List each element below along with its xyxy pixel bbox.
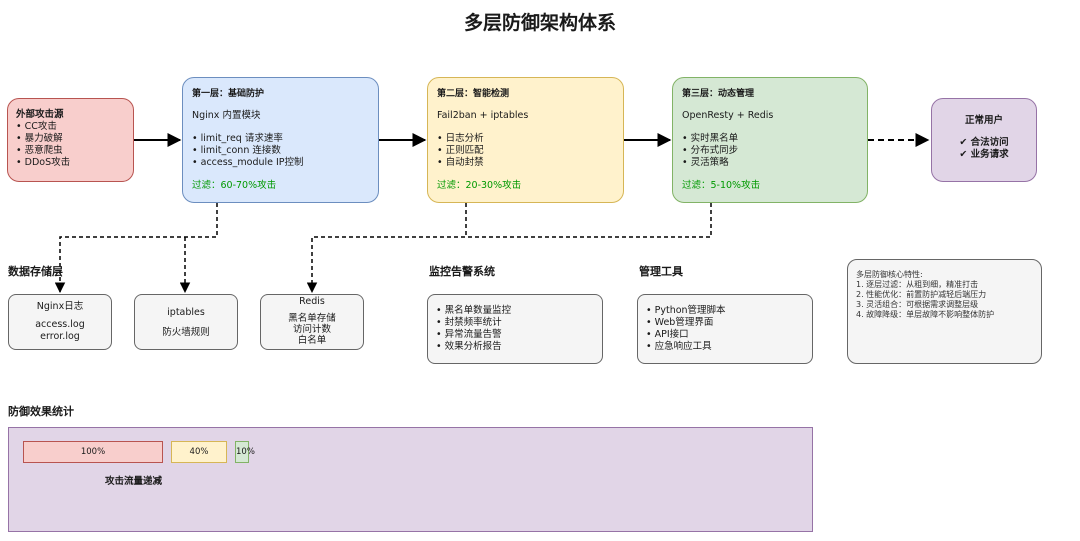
layer1-filter: 过滤：60-70%攻击 (192, 180, 277, 191)
attacker-title: 外部攻击源 (16, 109, 64, 120)
attacker-item: • CC攻击 (16, 121, 57, 132)
layer1-subtitle: Nginx 内置模块 (192, 110, 261, 121)
layer3-subtitle: OpenResty + Redis (682, 110, 774, 121)
stats-caption: 攻击流量递减 (105, 476, 163, 487)
layer3-item: • 实时黑名单 (682, 133, 739, 144)
monitor-item: • 异常流量告警 (436, 329, 502, 340)
monitor-item: • 效果分析报告 (436, 341, 502, 352)
attacker-item: • DDoS攻击 (16, 157, 71, 168)
attacker-box: 外部攻击源 • CC攻击 • 暴力破解 • 恶意爬虫 • DDoS攻击 (7, 98, 134, 182)
link-layer2-to-redis (306, 203, 467, 294)
layer2-subtitle: Fail2ban + iptables (437, 110, 529, 121)
features-title: 多层防御核心特性: (856, 270, 923, 279)
nginx-log-line: access.log (35, 319, 85, 330)
user-item: ✔ 合法访问 (959, 137, 1009, 148)
layer2-item: • 正则匹配 (437, 145, 484, 156)
layer1-box: 第一层：基础防护 Nginx 内置模块 • limit_req 请求速率 • l… (182, 77, 379, 203)
redis-line: 访问计数 (292, 324, 331, 335)
stats-bar: 40% (171, 441, 227, 463)
layer2-title: 第二层：智能检测 (437, 89, 510, 99)
user-item: ✔ 业务请求 (959, 149, 1009, 160)
monitor-item: • 封禁频率统计 (436, 317, 502, 328)
features-item: 4. 故障降级：单层故障不影响整体防护 (856, 310, 995, 319)
redis-line: 黑名单存储 (288, 313, 336, 324)
stats-bars: 100% 40% 10% (23, 441, 803, 463)
stats-panel: 100% 40% 10% 攻击流量递减 (8, 427, 813, 532)
page-title: 多层防御架构体系 (463, 12, 616, 34)
normal-user-box: 正常用户 ✔ 合法访问 ✔ 业务请求 (931, 98, 1037, 182)
layer1-item: • limit_conn 连接数 (192, 145, 281, 156)
iptables-box: iptables 防火墙规则 (134, 294, 238, 350)
layer2-item: • 日志分析 (437, 133, 484, 144)
nginx-log-line: error.log (40, 331, 80, 342)
features-box: 多层防御核心特性: 1. 逐层过滤：从粗到细，精准打击 2. 性能优化：前置防护… (847, 259, 1042, 364)
layer1-item: • access_module IP控制 (192, 157, 304, 168)
tools-item: • API接口 (646, 329, 689, 340)
stats-title: 防御效果统计 (8, 405, 74, 418)
redis-line: 白名单 (297, 335, 327, 346)
nginx-log-line: Nginx日志 (36, 301, 84, 312)
features-item: 3. 灵活组合：可根据需求调整层级 (856, 300, 979, 309)
attacker-item: • 暴力破解 (16, 133, 63, 144)
storage-title: 数据存储层 (8, 265, 63, 278)
layer2-filter: 过滤：20-30%攻击 (437, 180, 522, 191)
features-item: 2. 性能优化：前置防护减轻后端压力 (856, 290, 987, 299)
monitor-box: • 黑名单数量监控 • 封禁频率统计 • 异常流量告警 • 效果分析报告 (427, 294, 603, 364)
nginx-log-box: Nginx日志 access.log error.log (8, 294, 112, 350)
attacker-item: • 恶意爬虫 (16, 145, 63, 156)
layer3-box: 第三层：动态管理 OpenResty + Redis • 实时黑名单 • 分布式… (672, 77, 868, 203)
layer3-item: • 灵活策略 (682, 157, 729, 168)
link-layer1-to-nginx-log (54, 203, 218, 294)
layer2-item: • 自动封禁 (437, 157, 484, 168)
layer1-title: 第一层：基础防护 (192, 89, 265, 99)
link-layer3-to-redis (466, 203, 712, 238)
tools-title: 管理工具 (639, 265, 683, 278)
iptables-line: iptables (167, 307, 205, 318)
iptables-line: 防火墙规则 (162, 327, 210, 338)
stats-bar: 10% (235, 441, 255, 463)
redis-box: Redis 黑名单存储 访问计数 白名单 (260, 294, 364, 350)
layer3-item: • 分布式同步 (682, 145, 739, 156)
layer2-box: 第二层：智能检测 Fail2ban + iptables • 日志分析 • 正则… (427, 77, 624, 203)
user-title: 正常用户 (964, 115, 1003, 126)
tools-item: • Web管理界面 (646, 317, 714, 328)
tools-item: • 应急响应工具 (646, 341, 712, 352)
tools-box: • Python管理脚本 • Web管理界面 • API接口 • 应急响应工具 (637, 294, 813, 364)
features-item: 1. 逐层过滤：从粗到细，精准打击 (856, 280, 979, 289)
layer3-filter: 过滤：5-10%攻击 (682, 180, 761, 191)
monitor-item: • 黑名单数量监控 (436, 305, 512, 316)
layer1-item: • limit_req 请求速率 (192, 133, 283, 144)
layer3-title: 第三层：动态管理 (682, 89, 755, 99)
monitor-title: 监控告警系统 (429, 265, 495, 278)
stats-bar: 100% (23, 441, 163, 463)
redis-line: Redis (299, 296, 325, 307)
tools-item: • Python管理脚本 (646, 305, 726, 316)
